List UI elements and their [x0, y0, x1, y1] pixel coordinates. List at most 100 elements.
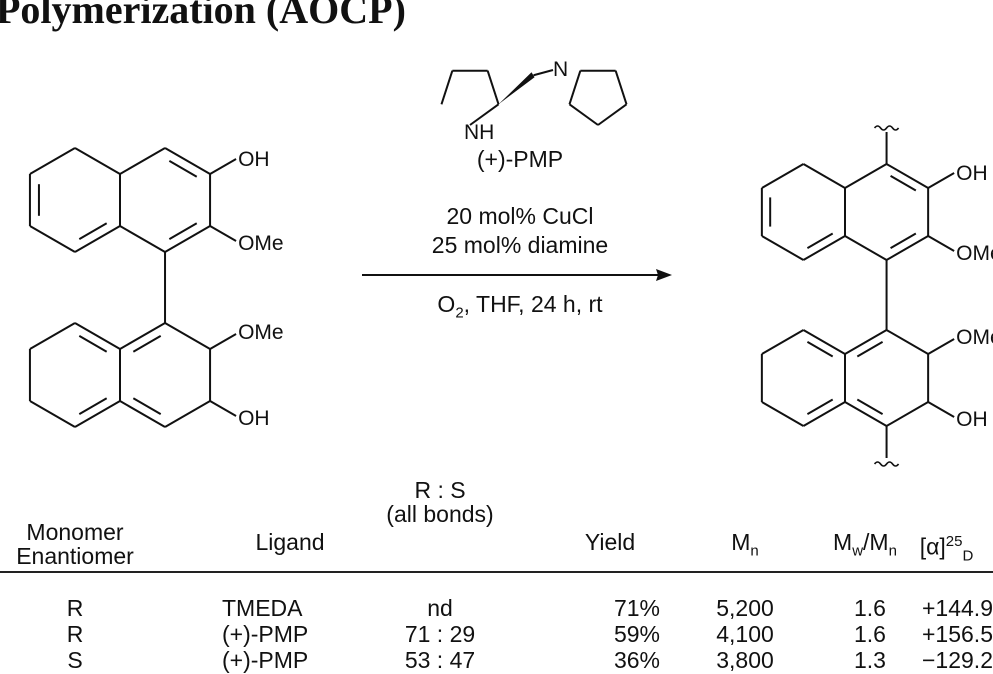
header-alpha: [α]25D: [900, 530, 993, 568]
polymer-ring: [761, 235, 804, 261]
polymer-ome-label: OMe: [956, 242, 993, 265]
monomer-ring: [164, 322, 211, 350]
cell-ligand: (+)-PMP: [222, 647, 309, 673]
cell-mwmn: 1.6: [854, 621, 886, 647]
monomer-ring: [78, 222, 108, 240]
alpha-sub: D: [962, 547, 974, 565]
header-rs: R : S (all bonds): [370, 478, 510, 526]
pyrrolidine-bond: [614, 70, 628, 105]
header-mn: Mn: [700, 530, 790, 564]
header-yield: Yield: [584, 529, 636, 555]
conditions-rest: , THF, 24 h, rt: [463, 291, 603, 317]
polymer-ring: [802, 401, 846, 427]
alpha-main: [α]: [919, 533, 946, 560]
cell-mn: 3,800: [716, 647, 774, 673]
header-mwmn: Mw/Mn: [810, 530, 920, 564]
cell-monomer: R: [66, 621, 84, 647]
polymer-ring: [802, 235, 846, 261]
cell-rs: 53 : 47: [404, 647, 476, 673]
monomer-ring: [119, 225, 166, 253]
cell-alpha: +144.9: [922, 595, 993, 621]
conditions-line-3: O2, THF, 24 h, rt: [400, 291, 640, 322]
cell-mn: 4,100: [716, 621, 774, 647]
monomer-ring: [29, 322, 76, 350]
monomer-ring: [74, 225, 121, 253]
monomer-ring: [119, 400, 166, 428]
polymer-wavy-bond: [873, 125, 900, 131]
mw-m: M: [833, 529, 853, 555]
pyrrolidine-bond: [597, 103, 628, 126]
monomer-ring: [164, 225, 211, 253]
cell-alpha: +156.5: [922, 621, 993, 647]
mn-m: M: [731, 529, 751, 555]
nh-label: NH: [464, 121, 494, 144]
mn-sub: n: [750, 542, 759, 560]
polymer-ring: [886, 163, 929, 189]
cell-mwmn: 1.3: [854, 647, 886, 673]
cell-rs: 71 : 29: [404, 621, 476, 647]
polymer-ring: [886, 329, 929, 355]
monomer-ring: [74, 147, 121, 175]
polymer-oh-label: OH: [956, 408, 988, 431]
bond: [209, 333, 237, 350]
pyrrolidine-bond: [568, 103, 599, 126]
header-monomer-line1: Monomer: [26, 519, 124, 545]
monomer-ring: [29, 400, 76, 428]
polymer-ring: [886, 235, 929, 261]
polymer-ring: [890, 232, 917, 249]
cell-mn: 5,200: [716, 595, 774, 621]
bond: [209, 400, 237, 417]
monomer-ring: [168, 222, 198, 240]
header-monomer-line2: Enantiomer: [16, 543, 134, 569]
pyrrolidine-bond: [568, 70, 582, 105]
monomer-ring: [78, 397, 108, 415]
monomer-oh-label: OH: [238, 407, 269, 430]
arrow-head-icon: [656, 269, 672, 281]
cell-ligand: TMEDA: [222, 595, 303, 621]
monomer-ring: [168, 160, 198, 178]
monomer-ring: [29, 225, 76, 253]
polymer-ring: [806, 398, 834, 415]
table-header-rule: [0, 571, 993, 573]
monomer-ring: [74, 400, 121, 428]
polymer-ring: [806, 232, 834, 249]
polymer-wavy-bond: [873, 461, 900, 467]
bond: [927, 235, 955, 252]
monomer-oh-label: OH: [238, 148, 269, 171]
o2-text: O: [437, 291, 456, 317]
polymer-ring: [761, 329, 804, 355]
polymer-ring: [802, 163, 846, 189]
cell-rs: nd: [427, 595, 453, 621]
monomer-ring: [74, 322, 121, 350]
cell-monomer: R: [66, 595, 84, 621]
polymer-ring: [856, 398, 884, 415]
monomer-ring: [164, 147, 211, 175]
mw-sub: w: [852, 542, 864, 560]
ligand-name: (+)-PMP: [476, 146, 564, 172]
pyrrolidine-bond: [440, 70, 454, 105]
alpha-sup: 25: [945, 533, 963, 550]
header-rs-line1: R : S: [414, 477, 466, 503]
polymer-ring: [856, 341, 884, 358]
polymer-ring: [844, 329, 888, 355]
polymer-ring: [886, 401, 929, 427]
ch2-n-bond: [533, 69, 554, 77]
cell-yield: 71%: [613, 595, 660, 621]
bond: [209, 225, 237, 242]
monomer-ome-label: OMe: [238, 321, 284, 344]
monomer-ring: [132, 397, 162, 415]
header-rs-line2: (all bonds): [386, 501, 494, 527]
monomer-ring: [119, 322, 166, 350]
bond: [927, 401, 955, 418]
polymer-ring: [761, 401, 804, 427]
mwmn-sub2: n: [888, 542, 897, 560]
o2-subscript: 2: [455, 304, 464, 322]
polymer-ring: [844, 235, 888, 261]
bond: [209, 158, 237, 175]
header-monomer: Monomer Enantiomer: [0, 520, 150, 568]
n-label: N: [553, 58, 568, 81]
monomer-ome-label: OMe: [238, 232, 284, 255]
figure-title: Polymerization (AOCP): [0, 0, 406, 32]
polymer-ring: [761, 163, 804, 189]
